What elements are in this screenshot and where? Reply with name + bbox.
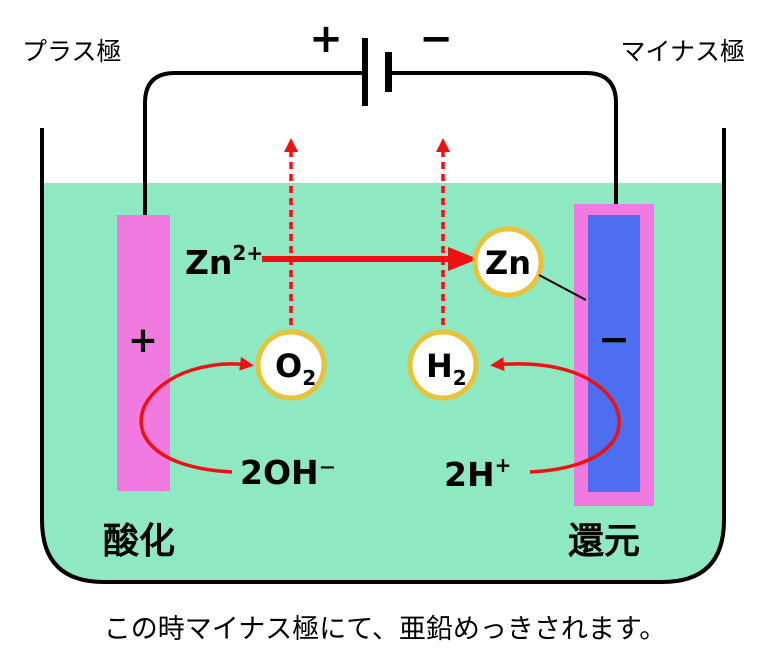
- zinc-atom-label: Zn: [485, 244, 531, 282]
- hydrogen-bubble: [407, 329, 479, 401]
- anode-sign: +: [128, 320, 158, 361]
- battery-short-plate: [385, 52, 392, 92]
- zinc-atom-bubble: [472, 226, 544, 298]
- beaker: [40, 128, 726, 584]
- oxidation-label: 酸化: [103, 521, 175, 562]
- zinc-deposit-line: [538, 274, 587, 301]
- caption: この時マイナス極にて、亜鉛めっきされます。: [104, 614, 666, 645]
- anode-electrode: [117, 215, 170, 491]
- hydrogen-ion-label: 2H+: [444, 453, 511, 494]
- oxygen-bubble: [255, 329, 327, 401]
- hydroxide-ion-label: 2OH⁻: [240, 453, 336, 492]
- battery-long-plate: [362, 38, 368, 106]
- oxidation-curve-arrow: [139, 356, 254, 474]
- cathode-sign: −: [598, 317, 630, 361]
- reduction-curve-arrow: [490, 357, 621, 474]
- battery-minus-sign: −: [419, 16, 453, 62]
- battery-plus-sign: +: [309, 16, 343, 62]
- zinc-ion-label: Zn2+: [185, 241, 263, 282]
- wire-left: [143, 71, 364, 215]
- anode-title: プラス極: [22, 37, 122, 66]
- oxygen-label: O2: [275, 347, 316, 390]
- reduction-label: 還元: [568, 521, 640, 562]
- cathode-electrode: [588, 215, 640, 492]
- wire-right: [388, 71, 618, 215]
- hydrogen-label: H2: [426, 347, 467, 390]
- cathode-title: マイナス極: [620, 37, 745, 66]
